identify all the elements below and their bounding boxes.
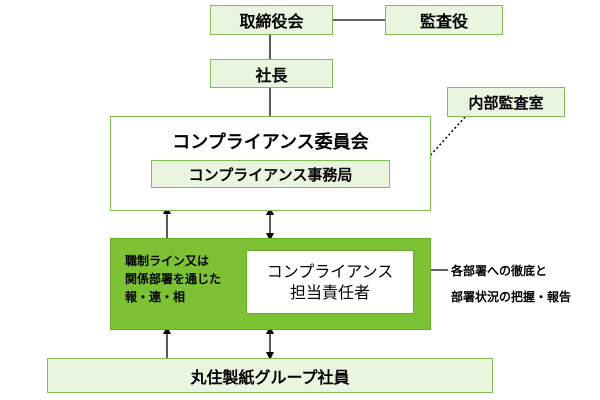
officer-line-1: コンプライアンス: [266, 262, 394, 281]
auditor-label: 監査役: [419, 12, 468, 31]
committee-label: コンプライアンス委員会: [172, 132, 369, 153]
president-label: 社長: [255, 65, 288, 85]
auditor-box: 監査役: [385, 5, 503, 35]
president-box: 社長: [210, 59, 333, 88]
side-note-1: 各部署への徹底と: [451, 264, 548, 278]
internal-audit-label: 内部監査室: [468, 93, 544, 112]
employees-box: 丸住製紙グループ社員: [47, 358, 493, 393]
board-box: 取締役会: [210, 5, 333, 35]
side-note-2: 部署状況の把握・報告: [451, 290, 572, 304]
internal-audit-box: 内部監査室: [447, 87, 565, 117]
employees-label: 丸住製紙グループ社員: [190, 367, 350, 387]
office-label: コンプライアンス事務局: [188, 165, 353, 184]
office-box: コンプライアンス事務局: [151, 160, 390, 188]
board-label: 取締役会: [239, 12, 304, 31]
report-line-2: 関係部署を通じた: [125, 272, 222, 286]
report-line-1: 職制ライン又は: [125, 254, 210, 268]
officer-line-2: 担当責任者: [289, 283, 370, 302]
officer-box: コンプライアンス 担当責任者: [246, 250, 414, 314]
report-line-3: 報・連・相: [125, 290, 186, 304]
